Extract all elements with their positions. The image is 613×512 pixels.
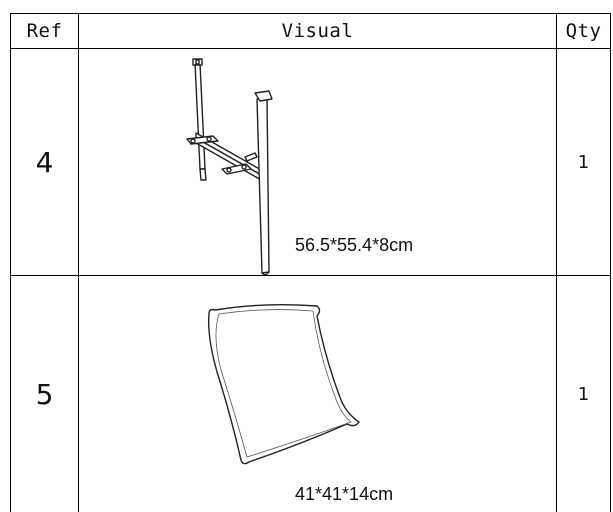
ref-number: 5 <box>36 378 54 411</box>
ref-cell: 5 <box>11 276 79 512</box>
parts-table: Ref Visual Qty 4 <box>10 13 611 512</box>
header-visual: Visual <box>79 14 557 49</box>
visual-cell: 56.5*55.4*8cm <box>79 49 557 276</box>
qty-cell: 1 <box>557 49 611 276</box>
qty-number: 1 <box>578 152 589 173</box>
ref-number: 4 <box>36 146 54 179</box>
cushion-illustration <box>79 276 557 512</box>
table-row: 5 41*41*14cm 1 <box>11 276 611 512</box>
dimension-label: 41*41*14cm <box>295 484 393 505</box>
qty-cell: 1 <box>557 276 611 512</box>
header-ref: Ref <box>11 14 79 49</box>
header-qty: Qty <box>557 14 611 49</box>
visual-cell: 41*41*14cm <box>79 276 557 512</box>
header-row: Ref Visual Qty <box>11 14 611 49</box>
qty-number: 1 <box>578 384 589 405</box>
table-row: 4 <box>11 49 611 276</box>
dimension-label: 56.5*55.4*8cm <box>295 235 413 256</box>
assembly-parts-sheet: Ref Visual Qty 4 <box>0 0 613 493</box>
ref-cell: 4 <box>11 49 79 276</box>
